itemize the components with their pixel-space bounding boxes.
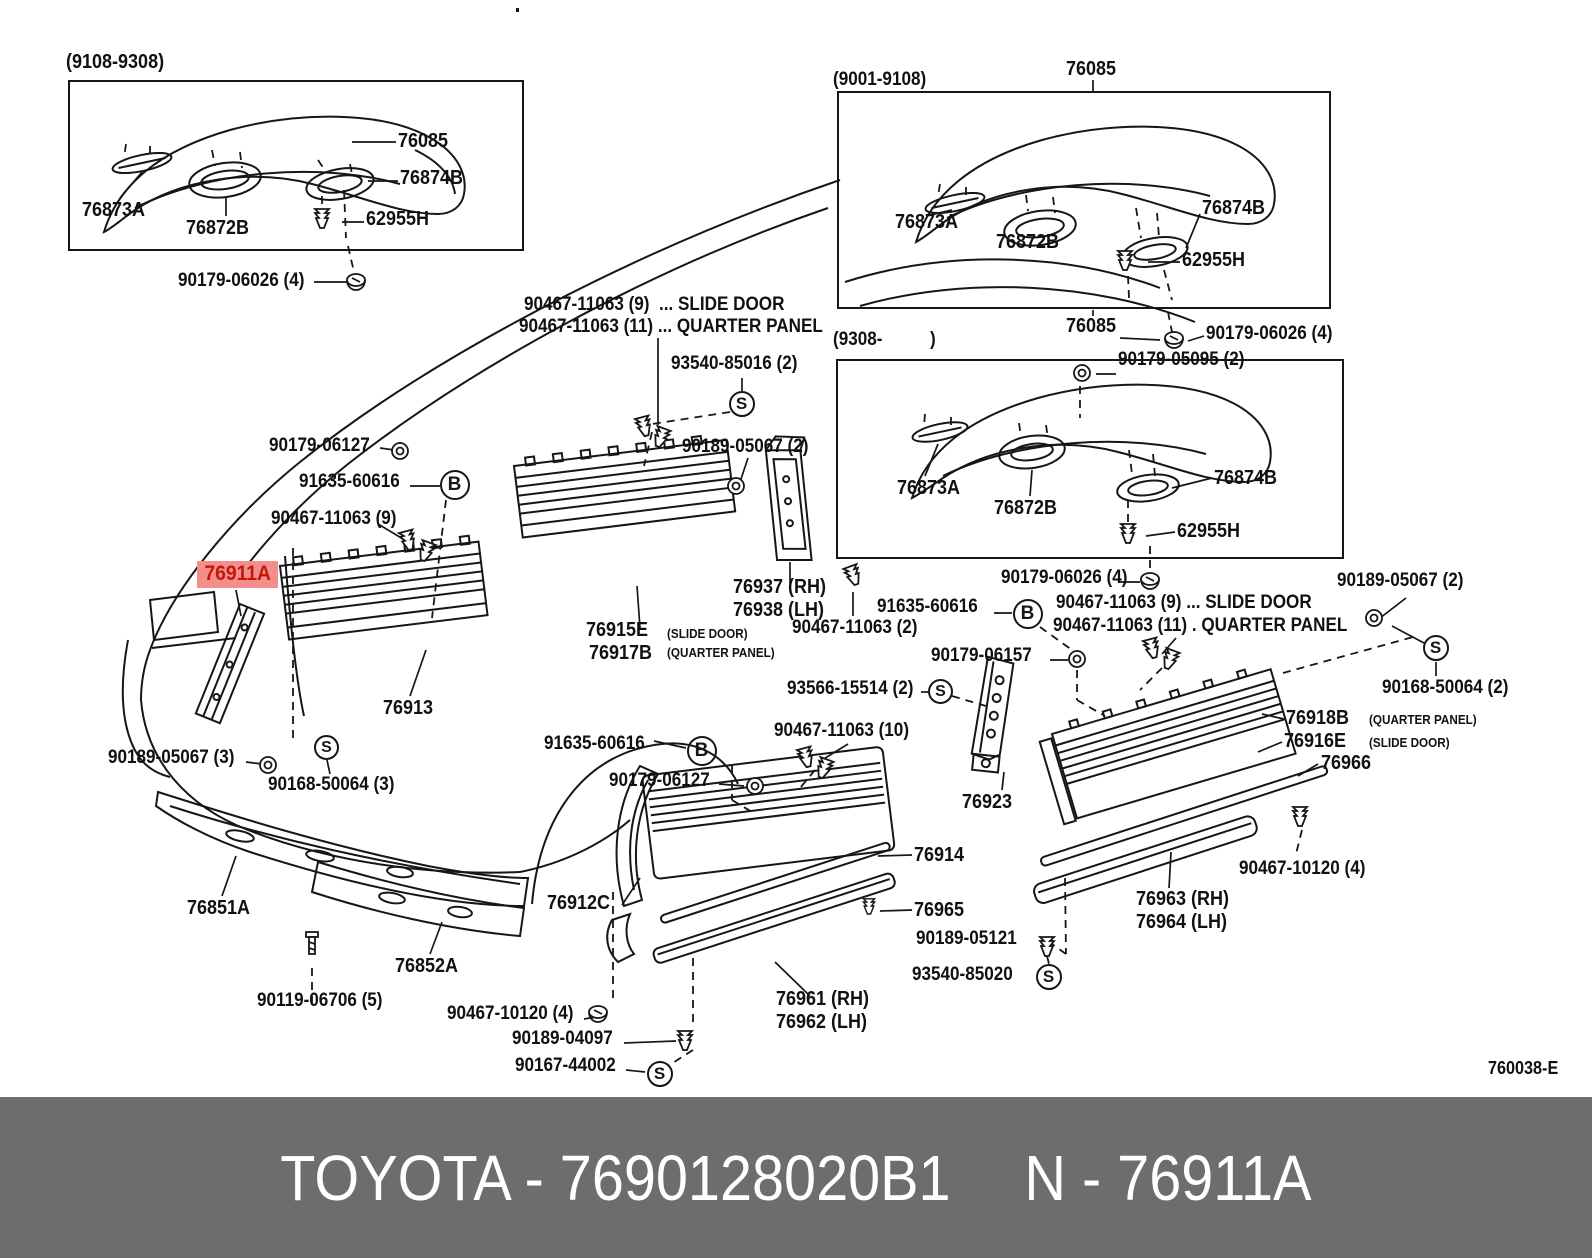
part-label: 76872B: [996, 231, 1060, 253]
part-label: 91635-60616: [544, 733, 645, 754]
part-label: 91635-60616: [299, 471, 400, 492]
part-label: 90467-10120 (4): [1239, 858, 1366, 879]
part-label: 76873A: [82, 199, 146, 221]
banner-reference-number: N - 76911A: [1024, 1141, 1312, 1214]
part-label: 76873A: [895, 211, 959, 233]
part-label: 90189-04097: [512, 1028, 613, 1049]
part-label: 90167-44002: [515, 1055, 616, 1076]
part-label: 76872B: [994, 497, 1058, 519]
part-label: 76085: [1066, 315, 1117, 337]
part-label: 90467-11063 (2): [792, 617, 918, 638]
part-label: 76966: [1321, 752, 1372, 774]
part-label: (QUARTER PANEL): [1369, 712, 1477, 727]
part-label: (SLIDE DOOR): [1369, 735, 1450, 750]
part-label: 90179-06127: [269, 435, 370, 456]
part-label: 62955H: [1182, 249, 1246, 271]
part-label: 90467-11063 (11) ... QUARTER PANEL: [519, 316, 823, 337]
part-label: 76965: [914, 899, 965, 921]
part-label: 90179-06127: [609, 770, 710, 791]
part-label: 90189-05067 (2): [1337, 570, 1464, 591]
part-label: 76938 (LH): [733, 599, 825, 621]
part-label: 760038-E: [1488, 1058, 1559, 1078]
leader-lines: [119, 80, 1437, 1073]
part-label: 76874B: [400, 167, 464, 189]
part-label: 62955H: [1177, 520, 1241, 542]
banner-text: TOYOTA - 7690128020B1 N - 76911A: [280, 1141, 1311, 1215]
part-label: 76085: [398, 130, 449, 152]
part-label: (SLIDE DOOR): [667, 626, 748, 641]
part-label: 76874B: [1214, 467, 1278, 489]
part-label: 90179-06026 (4): [1001, 567, 1128, 588]
part-label: (9001-9108): [833, 69, 927, 90]
banner-part-number: TOYOTA - 7690128020B1: [280, 1141, 951, 1214]
part-label: 90467-11063 (11) . QUARTER PANEL: [1053, 615, 1348, 636]
fastener-marker-s: S: [928, 679, 953, 704]
part-label: 90467-10120 (4): [447, 1003, 574, 1024]
part-label: 62955H: [366, 208, 430, 230]
part-label: 90467-11063 (9) ... SLIDE DOOR: [1056, 592, 1312, 613]
part-label: 90467-11063 (9): [271, 508, 397, 529]
footer-banner: TOYOTA - 7690128020B1 N - 76911A: [0, 1097, 1592, 1258]
part-label: 76962 (LH): [776, 1011, 868, 1033]
part-label: 91635-60616: [877, 596, 978, 617]
part-label: (9108-9308): [66, 51, 165, 73]
part-label: 76937 (RH): [733, 576, 827, 598]
fastener-marker-s: S: [1035, 963, 1062, 990]
fastener-marker-b: B: [1012, 598, 1043, 629]
part-label: 93540-85020: [912, 964, 1013, 985]
part-label: 76873A: [897, 477, 961, 499]
part-label: (QUARTER PANEL): [667, 645, 775, 660]
part-label: 90189-05121: [916, 928, 1017, 949]
part-label: 90179-06026 (4): [178, 270, 305, 291]
part-label: 90168-50064 (2): [1382, 677, 1509, 698]
part-label: 90189-05067 (3): [108, 747, 235, 768]
part-label: 90119-06706 (5): [257, 990, 383, 1011]
part-label: 76872B: [186, 217, 250, 239]
part-label: 90189-05067 (2): [682, 436, 809, 457]
part-label: 90179-05095 (2): [1118, 349, 1245, 370]
fastener-marker-s: S: [314, 735, 339, 760]
dashed-lines: [123, 143, 1414, 1067]
part-label: 76964 (LH): [1136, 911, 1228, 933]
part-label: 93540-85016 (2): [671, 353, 798, 374]
part-label: 76914: [914, 844, 965, 866]
part-label: 76923: [962, 791, 1013, 813]
part-label: 93566-15514 (2): [787, 678, 914, 699]
part-label: 76851A: [187, 897, 251, 919]
part-label: 90467-11063 (10): [774, 720, 910, 741]
part-label: 76961 (RH): [776, 988, 870, 1010]
part-label: 76917B: [589, 642, 653, 664]
fastener-marker-s: S: [728, 390, 755, 417]
part-label: 90179-06026 (4): [1206, 323, 1333, 344]
fastener-marker-s: S: [646, 1060, 673, 1087]
part-label: 90179-06157: [931, 645, 1032, 666]
part-label: 76874B: [1202, 197, 1266, 219]
part-label: 90467-11063 (9) ... SLIDE DOOR: [524, 294, 785, 315]
part-label: 76916E: [1284, 730, 1347, 752]
part-label: 76913: [383, 697, 434, 719]
part-label: 90168-50064 (3): [268, 774, 395, 795]
part-label: 76085: [1066, 58, 1117, 80]
highlighted-part-label: 76911A: [197, 561, 279, 589]
fastener-marker-b: B: [686, 735, 717, 766]
fastener-marker-b: B: [439, 469, 470, 500]
fastener-marker-s: S: [1422, 634, 1449, 661]
part-label: (9308- ): [833, 329, 936, 350]
part-label: 76852A: [395, 955, 459, 977]
part-label: 76918B: [1286, 707, 1350, 729]
part-label: 76915E: [586, 619, 649, 641]
part-label: 76963 (RH): [1136, 888, 1230, 910]
part-label: 76912C: [547, 892, 611, 914]
